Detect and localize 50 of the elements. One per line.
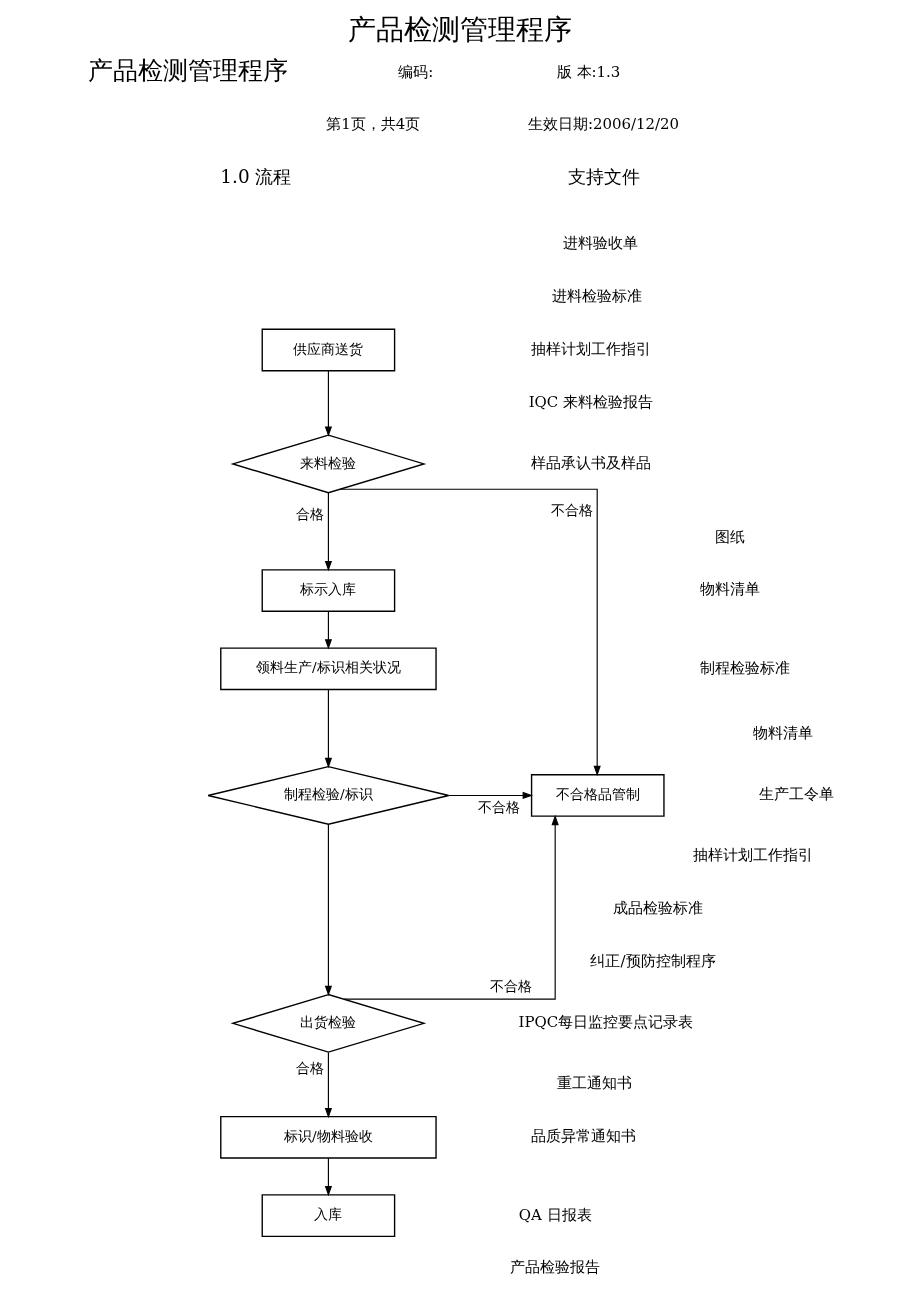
- arrow: [324, 1051, 332, 1119]
- node-box: 入库: [261, 1194, 395, 1237]
- label: 重工通知书: [556, 1074, 632, 1093]
- label: 产品检测管理程序: [87, 55, 288, 86]
- label: 支持文件: [567, 165, 640, 187]
- label: 物料清单: [699, 580, 760, 599]
- node-box: 领料生产/标识相关状况: [219, 647, 437, 691]
- label: 物料清单: [752, 724, 813, 743]
- node-diamond: 制程检验/标识: [206, 765, 449, 825]
- label: 第1页，共4页: [325, 115, 420, 134]
- arrow: [338, 488, 601, 777]
- label: 抽样计划工作指引: [692, 846, 813, 865]
- label: QA 日报表: [518, 1205, 592, 1224]
- diagram-title: 产品检测管理程序: [348, 13, 572, 47]
- node-box: 不合格品管制: [530, 774, 665, 817]
- arrow: [447, 791, 533, 800]
- edge-label: 不合格: [550, 502, 593, 519]
- label: 制程检验标准: [699, 658, 790, 677]
- label: 纠正/预防控制程序: [589, 952, 716, 971]
- arrow: [324, 1157, 332, 1197]
- label: 编码:: [397, 62, 433, 81]
- edge-label: 合格: [295, 1059, 324, 1076]
- node-box: 标示入库: [261, 569, 395, 612]
- node-diamond: 出货检验: [230, 993, 426, 1053]
- arrow: [342, 814, 559, 1000]
- label: 品质异常通知书: [530, 1127, 636, 1146]
- arrow: [324, 610, 332, 650]
- label: 进料验收单: [562, 234, 638, 253]
- label: IPQC每日监控要点记录表: [517, 1013, 693, 1032]
- label: 生产工令单: [758, 785, 834, 804]
- label: 产品检验报告: [509, 1258, 600, 1277]
- label: 进料检验标准: [551, 286, 642, 305]
- node-box: 标识/物料验收: [219, 1115, 437, 1159]
- label: 1.0 流程: [219, 165, 291, 187]
- edge-label: 不合格: [489, 978, 532, 995]
- arrow: [324, 689, 332, 769]
- label: 图纸: [714, 527, 745, 546]
- arrow: [324, 492, 332, 572]
- label: 抽样计划工作指引: [530, 339, 651, 358]
- edge-label: 合格: [295, 506, 324, 523]
- label: 版 本:1.3: [556, 62, 620, 81]
- node-box: 供应商送货: [261, 328, 395, 372]
- edge-label: 不合格: [477, 798, 520, 815]
- arrow: [324, 370, 332, 437]
- label: 成品检验标准: [612, 899, 703, 918]
- label: IQC 来料检验报告: [528, 392, 653, 411]
- label: 样品承认书及样品: [530, 453, 651, 472]
- arrow: [324, 823, 332, 997]
- node-diamond: 来料检验: [230, 434, 426, 494]
- label: 生效日期:2006/12/20: [527, 115, 679, 134]
